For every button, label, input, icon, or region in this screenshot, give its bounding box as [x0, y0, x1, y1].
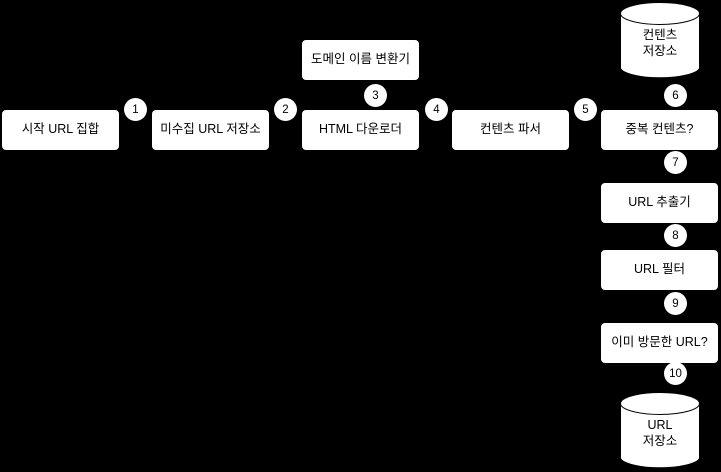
process-node: 미수집 URL 저장소	[152, 110, 269, 150]
step-badge: 1	[124, 98, 147, 121]
step-badge: 8	[664, 224, 687, 247]
step-badge: 5	[574, 98, 597, 121]
process-node: URL 추출기	[601, 183, 718, 223]
process-node: 시작 URL 집합	[2, 110, 119, 150]
process-node: 도메인 이름 변환기	[302, 40, 419, 80]
step-badge: 7	[664, 151, 687, 174]
process-node: URL 필터	[601, 250, 718, 290]
process-node: HTML 다운로더	[302, 110, 419, 150]
process-node: 컨텐츠 파서	[452, 110, 569, 150]
step-badge: 10	[664, 362, 687, 385]
step-badge: 3	[364, 84, 387, 107]
process-node: 이미 방문한 URL?	[601, 323, 718, 363]
step-badge: 6	[664, 84, 687, 107]
cylinder-shape	[620, 392, 700, 469]
datastore-label: URL 저장소	[642, 418, 678, 448]
datastore-node: 컨텐츠 저장소	[620, 2, 700, 80]
step-badge: 9	[664, 292, 687, 315]
datastore-label: 컨텐츠 저장소	[642, 28, 678, 58]
step-badge: 4	[425, 98, 448, 121]
process-node: 중복 컨텐츠?	[601, 110, 718, 150]
step-badge: 2	[274, 98, 297, 121]
cylinder-shape	[620, 2, 700, 79]
datastore-node: URL 저장소	[620, 392, 700, 470]
